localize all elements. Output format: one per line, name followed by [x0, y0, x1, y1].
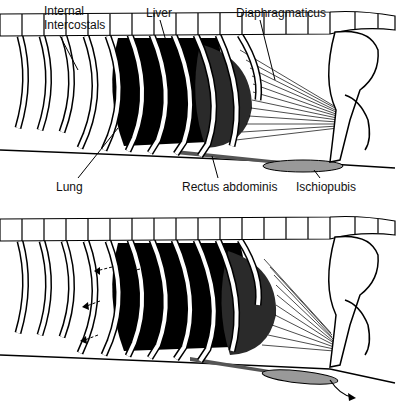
part-label: Ischiopubis — [296, 180, 356, 194]
part-label: Diaphragmaticus — [236, 6, 326, 20]
arrowheads — [80, 267, 128, 344]
bottom-panel — [0, 217, 395, 402]
motion-arrows — [82, 267, 140, 341]
leader-lines — [60, 20, 320, 178]
part-label: Internal Intercostals — [44, 4, 124, 32]
part-label: Liver — [146, 6, 172, 20]
top-panel — [0, 12, 395, 179]
part-label: Rectus abdominis — [182, 180, 277, 194]
part-label: Lung — [56, 180, 83, 194]
